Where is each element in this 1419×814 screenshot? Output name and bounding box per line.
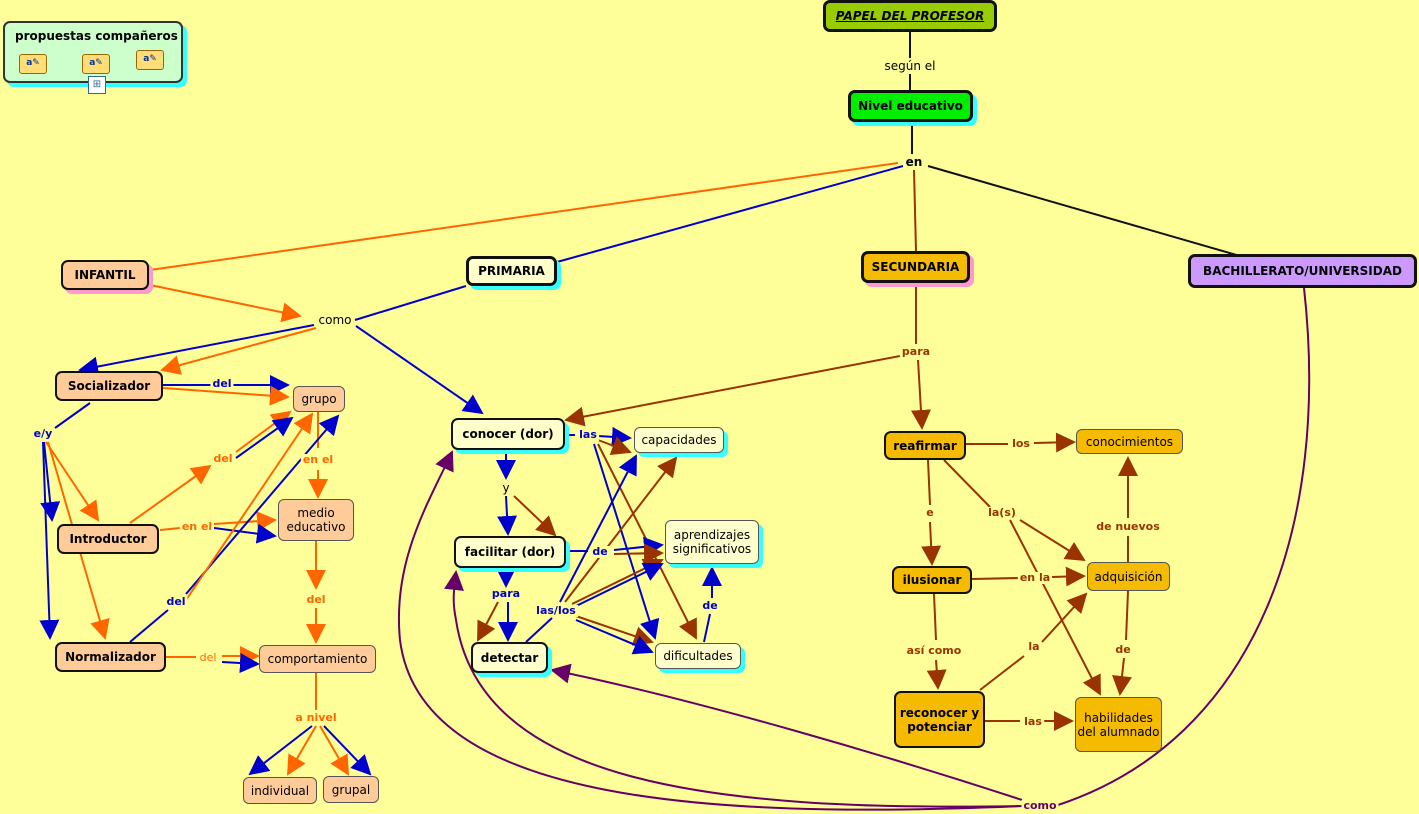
link-label: en el: [300, 453, 336, 466]
node-label: Nivel educativo: [858, 99, 963, 113]
node-label: capacidades: [641, 433, 717, 447]
link-label: del: [197, 651, 219, 664]
link-label: en la: [1017, 571, 1053, 584]
node-socializador[interactable]: Socializador: [55, 371, 163, 401]
node-ilusionar[interactable]: ilusionar: [892, 566, 972, 594]
link-label: del: [210, 377, 234, 390]
node-label: SECUNDARIA: [871, 260, 960, 274]
link-label: del: [304, 593, 328, 606]
note-icon[interactable]: a✎: [136, 50, 164, 70]
node-habilidades[interactable]: habilidades del alumnado: [1075, 697, 1162, 752]
node-label: aprendizajes significativos: [672, 528, 752, 556]
link-label: e: [924, 506, 936, 519]
node-label: adquisición: [1094, 569, 1163, 584]
node-label: facilitar (dor): [464, 545, 556, 559]
link-label: y: [500, 481, 512, 495]
node-secundaria[interactable]: SECUNDARIA: [861, 251, 970, 283]
link-label: a nivel: [293, 711, 339, 724]
node-grupo[interactable]: grupo: [293, 386, 345, 412]
link-label: la: [1026, 640, 1042, 653]
note-icon[interactable]: a✎: [19, 54, 47, 74]
node-nivel[interactable]: Nivel educativo: [848, 90, 973, 122]
node-introductor[interactable]: Introductor: [57, 524, 159, 554]
node-label: medio educativo: [286, 506, 346, 534]
node-infantil[interactable]: INFANTIL: [61, 260, 149, 290]
link-label: de: [590, 545, 610, 558]
node-label: conocimientos: [1085, 434, 1174, 449]
node-individual[interactable]: individual: [243, 777, 317, 804]
legend-panel: propuestas compañeros a✎ a✎ a✎ ⊞: [3, 21, 183, 94]
link-label: como: [1021, 799, 1059, 812]
link-label: en: [903, 155, 925, 169]
node-label: ilusionar: [902, 573, 962, 587]
node-comportamiento[interactable]: comportamiento: [259, 645, 376, 673]
node-conocimientos[interactable]: conocimientos: [1076, 429, 1183, 454]
link-label: la(s): [986, 506, 1018, 519]
node-label: habilidades del alumnado: [1077, 710, 1160, 739]
node-facilitar[interactable]: facilitar (dor): [454, 536, 566, 568]
link-label: las: [1022, 715, 1044, 728]
node-capacidades[interactable]: capacidades: [634, 427, 724, 453]
link-label: de nuevos: [1094, 520, 1162, 533]
node-primaria[interactable]: PRIMARIA: [466, 256, 557, 286]
link-label: las: [577, 428, 599, 441]
node-bachillerato[interactable]: BACHILLERATO/UNIVERSIDAD: [1188, 254, 1417, 288]
node-medio[interactable]: medio educativo: [278, 499, 354, 541]
node-label: Normalizador: [65, 650, 156, 664]
node-label: Socializador: [67, 379, 151, 393]
node-label: BACHILLERATO/UNIVERSIDAD: [1203, 264, 1402, 278]
node-label: Introductor: [69, 532, 147, 546]
link-label: para: [489, 587, 523, 600]
node-label: grupo: [301, 392, 337, 406]
node-detectar[interactable]: detectar: [471, 642, 548, 673]
node-reafirmar[interactable]: reafirmar: [884, 431, 966, 460]
node-conocer[interactable]: conocer (dor): [451, 418, 565, 450]
node-aprendizajes[interactable]: aprendizajes significativos: [665, 520, 759, 564]
node-grupal[interactable]: grupal: [323, 776, 379, 803]
node-label: PRIMARIA: [478, 264, 545, 278]
link-label: según el: [882, 59, 938, 73]
link-label: las/los: [534, 604, 578, 617]
node-label: conocer (dor): [462, 427, 554, 441]
node-dificultades[interactable]: dificultades: [655, 643, 741, 669]
link-label: e/y: [31, 427, 55, 440]
node-label: individual: [250, 783, 310, 798]
link-label: de: [1113, 643, 1133, 656]
title-node[interactable]: PAPEL DEL PROFESOR: [823, 0, 997, 32]
node-label: dificultades: [663, 649, 733, 663]
link-label: de: [700, 599, 720, 612]
link-label: del: [164, 595, 188, 608]
node-adquisicion[interactable]: adquisición: [1087, 562, 1170, 591]
node-label: detectar: [480, 650, 539, 665]
node-label: reconocer y potenciar: [899, 705, 980, 734]
link-label: en el: [179, 520, 215, 533]
node-label: reafirmar: [893, 438, 957, 453]
title-text: PAPEL DEL PROFESOR: [835, 9, 985, 23]
node-label: INFANTIL: [74, 268, 136, 282]
legend-title: propuestas compañeros: [15, 29, 178, 43]
node-label: grupal: [331, 782, 371, 797]
note-icon[interactable]: a✎: [82, 54, 110, 74]
concept-map-icon[interactable]: ⊞: [88, 76, 106, 94]
link-label: como: [316, 313, 354, 327]
link-label: para: [899, 345, 933, 358]
link-label: los: [1010, 437, 1032, 450]
node-reconocer[interactable]: reconocer y potenciar: [894, 691, 985, 748]
node-normalizador[interactable]: Normalizador: [55, 642, 166, 672]
link-label: así como: [904, 644, 964, 657]
link-label: del: [211, 452, 235, 465]
node-label: comportamiento: [267, 652, 368, 666]
